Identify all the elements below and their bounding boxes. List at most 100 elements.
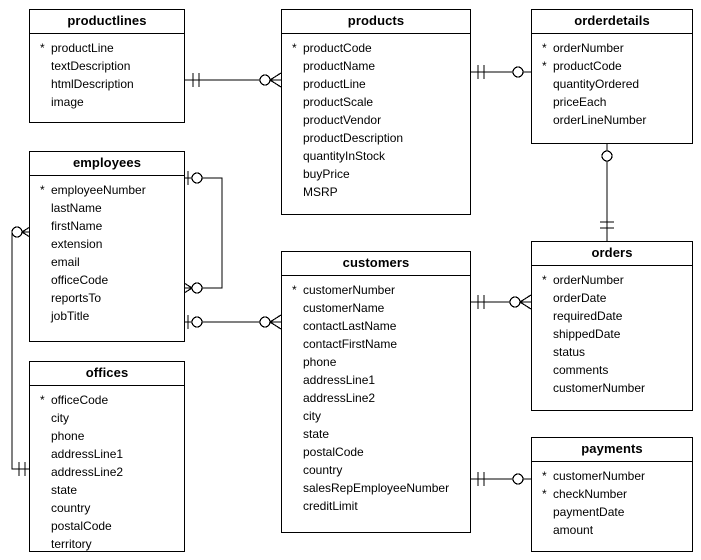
relationship-customers-payments	[471, 472, 531, 486]
attribute-name: productLine	[303, 77, 366, 91]
attribute-row: productLine	[282, 75, 470, 93]
entity-productlines[interactable]: productlines *productLine textDescriptio…	[29, 9, 185, 123]
entity-offices[interactable]: offices *officeCode city phone addressLi…	[29, 361, 185, 552]
attribute-list-productlines: *productLine textDescription htmlDescrip…	[30, 34, 184, 117]
attribute-row: productScale	[282, 93, 470, 111]
attribute-name: addressLine1	[303, 373, 376, 387]
attribute-name: customerNumber	[553, 381, 646, 395]
relationship-customers-orders	[471, 294, 532, 310]
attribute-name: requiredDate	[553, 309, 623, 323]
attribute-name: orderDate	[553, 291, 607, 305]
attribute-name: postalCode	[303, 445, 364, 459]
attribute-row: email	[30, 253, 184, 271]
attribute-row: city	[282, 407, 470, 425]
attribute-row: city	[30, 409, 184, 427]
pk-marker: *	[542, 469, 547, 483]
pk-marker: *	[542, 487, 547, 501]
attribute-name: creditLimit	[303, 499, 358, 513]
pk-marker: *	[40, 393, 45, 407]
attribute-row: * customerNumber	[282, 281, 470, 299]
relationship-employees-customers	[185, 314, 282, 330]
attribute-name: lastName	[51, 201, 102, 215]
attribute-name: MSRP	[303, 185, 338, 199]
attribute-row: buyPrice	[282, 165, 470, 183]
attribute-row: officeCode	[30, 271, 184, 289]
entity-title-employees: employees	[30, 152, 184, 176]
attribute-row: state	[30, 481, 184, 499]
attribute-name: customerNumber	[303, 283, 396, 297]
attribute-row: phone	[30, 427, 184, 445]
attribute-name: quantityInStock	[303, 149, 386, 163]
attribute-row: *orderNumber	[532, 271, 692, 289]
attribute-row: firstName	[30, 217, 184, 235]
attribute-row: *orderNumber	[532, 39, 692, 57]
attribute-name: postalCode	[51, 519, 112, 533]
attribute-row: *officeCode	[30, 391, 184, 409]
attribute-name: amount	[553, 523, 594, 537]
entity-title-productlines: productlines	[30, 10, 184, 34]
attribute-name: firstName	[51, 219, 103, 233]
attribute-list-payments: *customerNumber * checkNumber paymentDate…	[532, 462, 692, 545]
attribute-name: checkNumber	[553, 487, 628, 501]
pk-marker: *	[40, 183, 45, 197]
entity-products[interactable]: products *productCode productName produc…	[281, 9, 471, 215]
attribute-list-customers: *customerNumber customerName contactLast…	[282, 276, 470, 521]
attribute-row: lastName	[30, 199, 184, 217]
attribute-row: customerNumber	[532, 379, 692, 397]
entity-customers[interactable]: customers *customerNumber customerName c…	[281, 251, 471, 533]
attribute-row: addressLine1	[30, 445, 184, 463]
attribute-row: contactLastName	[282, 317, 470, 335]
attribute-name: contactLastName	[303, 319, 397, 333]
relationship-products-orderdetails	[471, 65, 531, 79]
attribute-name: image	[51, 95, 84, 109]
attribute-row: paymentDate	[532, 503, 692, 521]
attribute-name: priceEach	[553, 95, 607, 109]
attribute-row: quantityOrdered	[532, 75, 692, 93]
attribute-name: productCode	[303, 41, 372, 55]
attribute-name: city	[303, 409, 321, 423]
attribute-row: *productLine	[30, 39, 184, 57]
attribute-name: productVendor	[303, 113, 382, 127]
attribute-row: addressLine2	[30, 463, 184, 481]
attribute-list-orders: *orderNumber orderDate requiredDate ship…	[532, 266, 692, 403]
entity-title-payments: payments	[532, 438, 692, 462]
attribute-name: territory	[51, 537, 92, 551]
entity-orders[interactable]: orders *orderNumber orderDate requiredDa…	[531, 241, 693, 411]
attribute-row: image	[30, 93, 184, 111]
attribute-name: jobTitle	[51, 309, 90, 323]
entity-title-orderdetails: orderdetails	[532, 10, 692, 34]
attribute-row: productDescription	[282, 129, 470, 147]
attribute-row: contactFirstName	[282, 335, 470, 353]
attribute-name: employeeNumber	[51, 183, 146, 197]
attribute-name: addressLine2	[303, 391, 376, 405]
attribute-list-employees: * employeeNumber lastName firstName exten…	[30, 176, 184, 331]
attribute-name: extension	[51, 237, 103, 251]
attribute-name: state	[303, 427, 330, 441]
attribute-row: textDescription	[30, 57, 184, 75]
pk-marker: *	[292, 283, 297, 297]
attribute-row: territory	[30, 535, 184, 553]
attribute-name: textDescription	[51, 59, 131, 73]
attribute-row: *customerNumber	[532, 467, 692, 485]
attribute-name: phone	[51, 429, 85, 443]
relationship-orderdetails-orders	[600, 144, 614, 241]
entity-title-products: products	[282, 10, 470, 34]
attribute-row: addressLine1	[282, 371, 470, 389]
attribute-row: salesRepEmployeeNumber	[282, 479, 470, 497]
attribute-name: orderNumber	[553, 41, 624, 55]
entity-orderdetails[interactable]: orderdetails *orderNumber *productCode q…	[531, 9, 693, 144]
attribute-row: phone	[282, 353, 470, 371]
entity-employees[interactable]: employees * employeeNumber lastName first…	[29, 151, 185, 342]
entity-payments[interactable]: payments *customerNumber * checkNumber pa…	[531, 437, 693, 552]
attribute-row: country	[30, 499, 184, 517]
entity-title-orders: orders	[532, 242, 692, 266]
attribute-name: country	[51, 501, 91, 515]
attribute-name: salesRepEmployeeNumber	[303, 481, 450, 495]
attribute-row: MSRP	[282, 183, 470, 201]
attribute-row: htmlDescription	[30, 75, 184, 93]
pk-marker: *	[40, 41, 45, 55]
attribute-name: addressLine2	[51, 465, 124, 479]
attribute-row: productName	[282, 57, 470, 75]
attribute-row: postalCode	[30, 517, 184, 535]
